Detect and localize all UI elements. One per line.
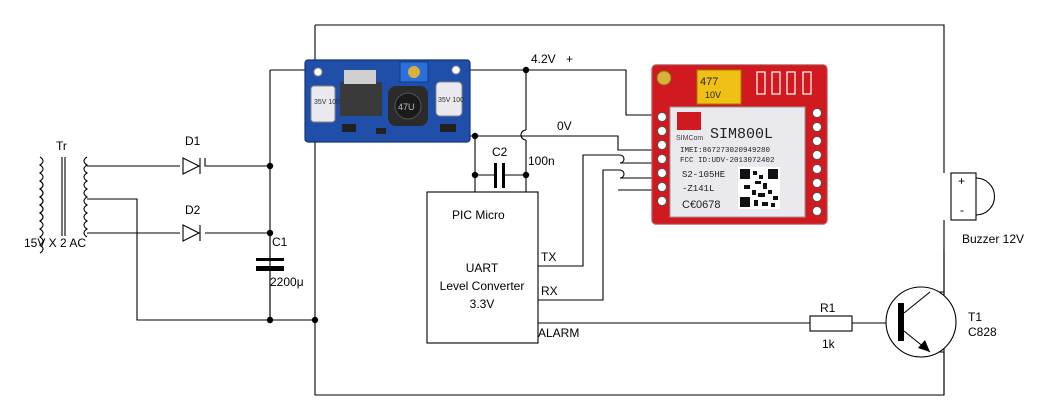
sim-ce-mark: C€0678 [682, 199, 721, 211]
sim-tant-cap-voltage: 10V [705, 90, 721, 100]
capacitor-c1: C1 2200μ [256, 235, 304, 289]
rail-0v-label: 0V [557, 119, 572, 133]
buzzer-plus: + [958, 174, 965, 188]
sim-left-pads [657, 112, 667, 206]
transistor-t1-ref: T1 [968, 310, 982, 324]
sim-qr-code [738, 167, 780, 209]
resistor-r1-value: 1k [822, 337, 836, 351]
capacitor-c2-value: 100n [528, 154, 555, 168]
transformer-ref: Tr [56, 139, 67, 153]
sim-batch-1: S2-105HE [682, 170, 725, 180]
pic-line-voltage: 3.3V [470, 297, 495, 311]
resistor-r1: R1 1k [809, 301, 853, 351]
capacitor-c1-value: 2200μ [270, 275, 304, 289]
pic-micro-block: PIC Micro UART Level Converter 3.3V TX R… [426, 191, 579, 344]
regulator-board: 35V 100 47U 35V 100 [304, 59, 471, 143]
pic-line-uart: UART [466, 261, 499, 275]
sim-batch-2: -Z141L [682, 184, 714, 194]
diode-d1-ref: D1 [185, 134, 201, 148]
sim-right-pads [812, 108, 822, 216]
sim-tant-cap-value: 477 [700, 76, 718, 88]
buzzer-label: Buzzer 12V [962, 232, 1024, 246]
transistor-t1-part: C828 [968, 325, 997, 339]
sim-brand: SIMCom [676, 135, 703, 142]
pic-title: PIC Micro [452, 208, 505, 222]
diode-d2: D2 [182, 203, 201, 242]
diode-d1: D1 [182, 134, 201, 175]
reg-inductor-label: 47U [398, 102, 415, 112]
resistor-r1-ref: R1 [820, 301, 836, 315]
transformer-rating: 15V X 2 AC [24, 236, 86, 250]
capacitor-c1-ref: C1 [272, 235, 288, 249]
capacitor-c2: C2 100n [492, 145, 555, 188]
buzzer-minus: - [960, 203, 964, 217]
rail-plus-label: + [566, 52, 573, 66]
transistor-t1: T1 C828 [885, 286, 997, 358]
pic-tx-label: TX [541, 250, 556, 264]
reg-cap-left-label: 35V 100 [314, 99, 340, 106]
sim-imei: IMEI:867273020949280 [680, 147, 771, 155]
sim-model: SIM800L [710, 126, 773, 143]
sim800l-module: 477 10V SIMCom SIM800L IMEI:867273020949… [651, 64, 828, 225]
reg-cap-right-label: 35V 100 [438, 97, 464, 104]
capacitor-c2-ref: C2 [492, 145, 508, 159]
pic-line-level-converter: Level Converter [440, 279, 525, 293]
diode-d2-ref: D2 [185, 203, 201, 217]
transformer: Tr 15V X 2 AC [24, 139, 88, 254]
pic-rx-label: RX [541, 284, 558, 298]
sim-fcc: FCC ID:UDV-2013072402 [680, 157, 775, 165]
buzzer: + - Buzzer 12V [950, 172, 1024, 246]
pic-alarm-label: ALARM [538, 326, 579, 340]
rail-4v2-label: 4.2V [531, 52, 556, 66]
